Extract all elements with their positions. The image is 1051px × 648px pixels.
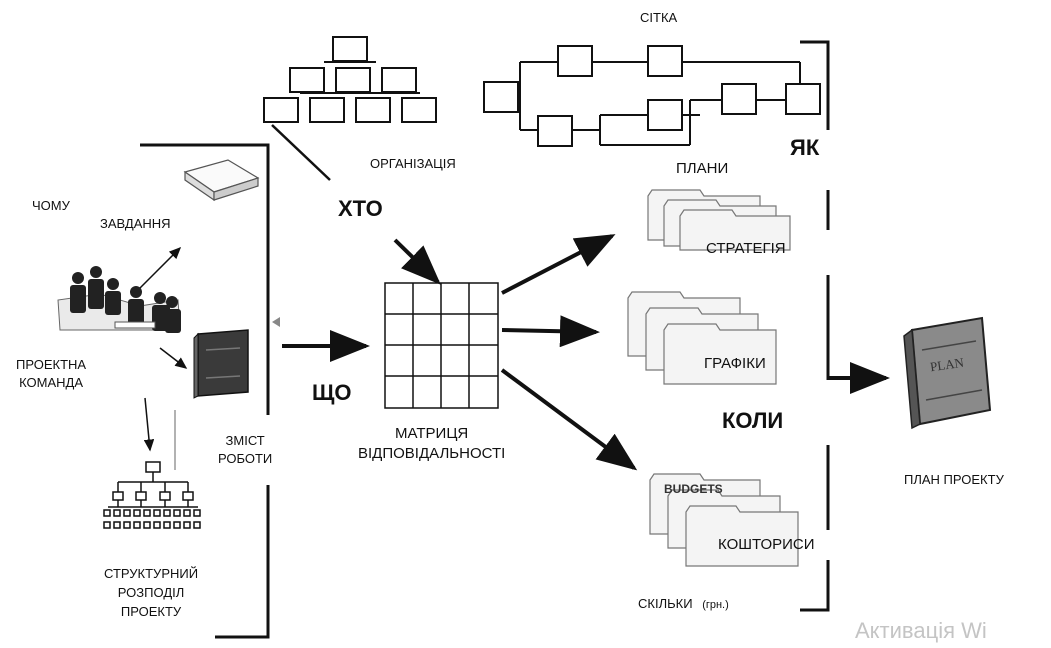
team-to-task-arrow xyxy=(139,246,182,289)
who-label: ХТО xyxy=(338,196,383,221)
organization-pyramid-icon xyxy=(263,36,437,123)
matrix-to-plans-arrow xyxy=(501,234,616,295)
estimates-label: КОШТОРИСИ xyxy=(718,536,815,553)
plans-folders-icon xyxy=(647,189,791,251)
strategy-label: СТРАТЕГІЯ xyxy=(706,240,786,257)
activation-watermark: Активація Wi xyxy=(855,618,987,643)
project-plan-label: ПЛАН ПРОЕКТУ xyxy=(904,472,1004,487)
when-label: КОЛИ xyxy=(722,408,784,433)
budgets-folders-icon xyxy=(649,473,799,567)
matrix-to-schedules-arrow xyxy=(501,315,600,348)
wbs-tree-icon xyxy=(103,461,201,529)
matrix-line-2: ВІДПОВІДАЛЬНОСТІ xyxy=(358,445,506,462)
who-to-matrix-arrow xyxy=(393,238,441,285)
responsibility-matrix-grid xyxy=(384,282,499,409)
project-team-line-2: КОМАНДА xyxy=(19,375,83,390)
wbs-line-3: ПРОЕКТУ xyxy=(120,604,182,619)
work-scope-line-2: РОБОТИ xyxy=(218,451,273,466)
org-to-who-line xyxy=(271,124,331,181)
matrix-to-budgets-arrow xyxy=(500,368,638,471)
team-meeting-icon xyxy=(57,266,181,333)
left-bracket xyxy=(140,143,270,639)
schedules-folders-icon xyxy=(627,291,777,385)
network-label: СІТКА xyxy=(640,10,678,25)
how-much-text: СКІЛЬКИ xyxy=(638,596,693,611)
work-scope-label: ЗМІСТ РОБОТИ xyxy=(218,432,272,468)
project-plan-book-icon xyxy=(903,316,992,430)
wbs-line-2: РОЗПОДІЛ xyxy=(117,585,185,600)
scope-book-icon xyxy=(193,329,249,399)
responsibility-matrix-label: МАТРИЦЯ ВІДПОВІДАЛЬНОСТІ xyxy=(358,424,505,464)
why-label: ЧОМУ xyxy=(32,198,70,213)
wbs-label: СТРУКТУРНИЙ РОЗПОДІЛ ПРОЕКТУ xyxy=(104,564,198,621)
how-label: ЯК xyxy=(790,135,820,160)
schedules-label: ГРАФІКИ xyxy=(704,355,766,372)
team-to-scope-arrow xyxy=(159,347,188,369)
project-team-label: ПРОЕКТНА КОМАНДА xyxy=(16,356,86,392)
network-grid-icon xyxy=(483,45,821,147)
work-scope-line-1: ЗМІСТ xyxy=(225,433,265,448)
right-bracket xyxy=(800,40,830,612)
small-marker-icon xyxy=(272,317,280,327)
how-much-label: СКІЛЬКИ (грн.) xyxy=(638,596,729,611)
task-label: ЗАВДАННЯ xyxy=(100,216,171,231)
organization-label: ОРГАНІЗАЦІЯ xyxy=(370,156,456,171)
what-label: ЩО xyxy=(312,380,352,405)
project-team-line-1: ПРОЕКТНА xyxy=(16,357,87,372)
budgets-folder-label: BUDGETS xyxy=(664,482,723,496)
plans-label: ПЛАНИ xyxy=(676,160,729,177)
task-book-icon xyxy=(183,159,260,202)
team-to-wbs-arrow xyxy=(143,397,155,452)
currency-label: (грн.) xyxy=(702,599,729,611)
wbs-line-1: СТРУКТУРНИЙ xyxy=(104,566,199,581)
matrix-line-1: МАТРИЦЯ xyxy=(395,425,469,442)
